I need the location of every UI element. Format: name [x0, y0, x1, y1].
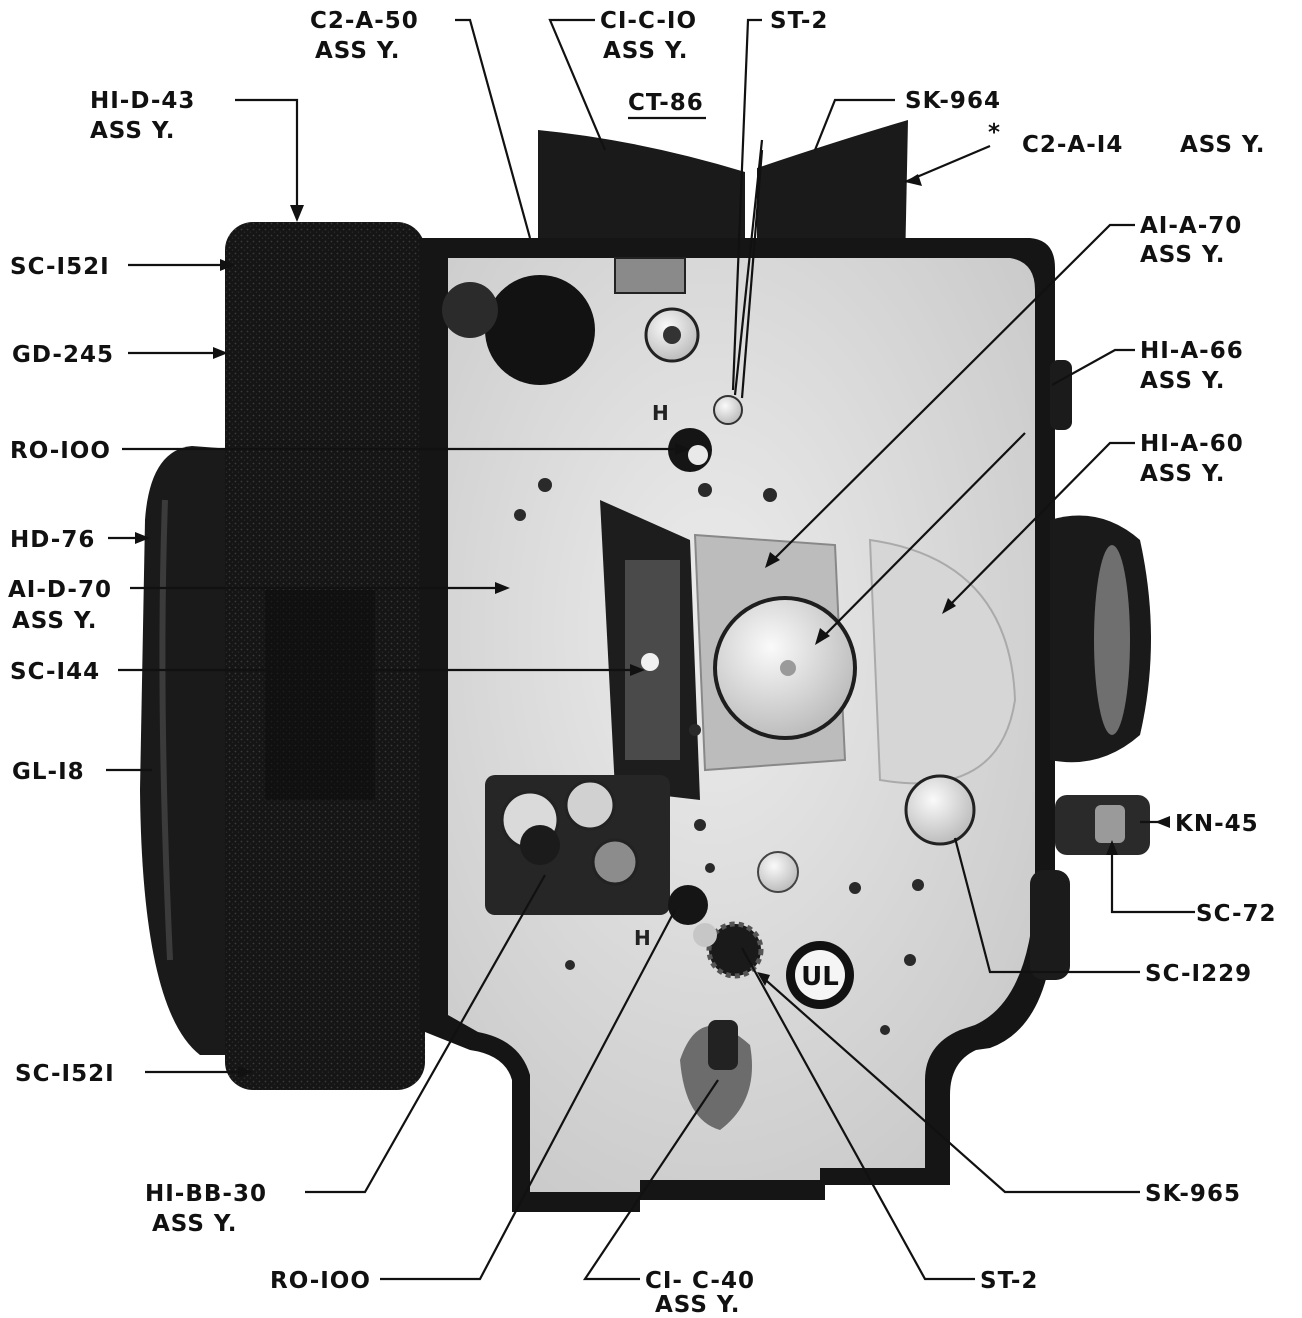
label-ro-100-bottom: RO-IOO [270, 1268, 371, 1294]
hi-bb-30-gear-c [591, 838, 639, 886]
label-gl-18: GL-I8 [12, 759, 85, 785]
label-sk-964: SK-964 [905, 88, 1001, 114]
kn-45-knob-face [1095, 805, 1125, 843]
label-sc-1521-bottom: SC-I52I [15, 1061, 115, 1087]
st-2-bottom-stud [693, 923, 717, 947]
label-hi-a-60-sub: ASS Y. [1140, 461, 1226, 487]
label-hi-a-66: HI-A-66 [1140, 338, 1244, 364]
mid-roller [757, 851, 799, 893]
label-c1-c-10-sub: ASS Y. [603, 38, 689, 64]
h-stamp-top: H [652, 401, 669, 425]
label-kn-45: KN-45 [1175, 811, 1259, 837]
label-sc-1521-top: SC-I52I [10, 254, 110, 280]
lens-hood-highlight [159, 499, 173, 961]
upper-roller-hub [663, 326, 681, 344]
part-labels: C2-A-50 ASS Y. CI-C-IO ASS Y. ST-2 CT-86… [8, 8, 1277, 1318]
label-c2-a-50-sub: ASS Y. [315, 38, 401, 64]
label-hi-d-43-sub: ASS Y. [90, 118, 176, 144]
label-hi-bb-30-sub: ASS Y. [152, 1211, 238, 1237]
label-sc-72: SC-72 [1196, 901, 1277, 927]
label-c1-c-40: CI- C-40 [645, 1268, 755, 1294]
h-stamp-bottom: H [634, 926, 651, 950]
hi-bb-30-gear-b [564, 779, 616, 831]
leader-lines [106, 18, 1195, 1281]
label-gd-245: GD-245 [12, 342, 114, 368]
label-c1-c-10: CI-C-IO [600, 8, 697, 34]
label-st-2-bottom: ST-2 [980, 1268, 1038, 1294]
sc-144-screw [641, 653, 659, 671]
label-ai-d-70-sub: ASS Y. [12, 608, 98, 634]
c1-c-40-shaft [708, 1020, 738, 1070]
label-ct-86: CT-86 [628, 90, 704, 116]
hi-a-66-disc-hub [780, 660, 796, 676]
ul-seal-inner [795, 950, 845, 1000]
label-sk-965: SK-965 [1145, 1181, 1241, 1207]
label-ai-a-70-sub: ASS Y. [1140, 242, 1226, 268]
ro-100-bottom-roller [668, 885, 708, 925]
label-st-2-top: ST-2 [770, 8, 828, 34]
label-hi-a-60: HI-A-60 [1140, 431, 1244, 457]
label-sc-1229: SC-I229 [1145, 961, 1252, 987]
label-c2-a-14: C2-A-I4 [1022, 132, 1123, 158]
label-c2-a-50: C2-A-50 [310, 8, 419, 34]
label-hi-d-43: HI-D-43 [90, 88, 195, 114]
label-sc-144: SC-I44 [10, 659, 100, 685]
label-hi-a-66-sub: ASS Y. [1140, 368, 1226, 394]
casting-screws [514, 478, 924, 1035]
lens-housing-band [265, 590, 375, 800]
sk-965-sprocket [706, 921, 764, 979]
sc-1229-cap [904, 774, 976, 846]
ct-86-clip [614, 257, 686, 294]
projector-illustration: UL H H [140, 120, 1151, 1212]
top-shield-right [757, 120, 908, 268]
hi-bb-30-gear-a-hub [520, 825, 560, 865]
right-knob-upper [1050, 360, 1072, 430]
right-knob-lower [1030, 870, 1070, 980]
label-hi-bb-30: HI-BB-30 [145, 1181, 267, 1207]
c2-a-50-part-inner [442, 282, 498, 338]
label-c1-c-40-sub: ASS Y. [655, 1292, 741, 1318]
label-ai-a-70: AI-A-70 [1140, 213, 1242, 239]
label-c2-a-14-marker: * [988, 120, 1001, 146]
arrowheads [135, 174, 1170, 1078]
right-reel-rim [1094, 545, 1130, 735]
label-ro-100-top: RO-IOO [10, 438, 111, 464]
top-shield-left [538, 130, 745, 262]
label-hd-76: HD-76 [10, 527, 95, 553]
label-c2-a-14-sub: ASS Y. [1180, 132, 1266, 158]
ro-100-top-roller-cap [688, 445, 708, 465]
ul-seal-text: UL [801, 962, 839, 992]
st-2-top-stud [713, 395, 743, 425]
c2-a-50-part [485, 275, 595, 385]
label-ai-d-70: AI-D-70 [8, 577, 112, 603]
